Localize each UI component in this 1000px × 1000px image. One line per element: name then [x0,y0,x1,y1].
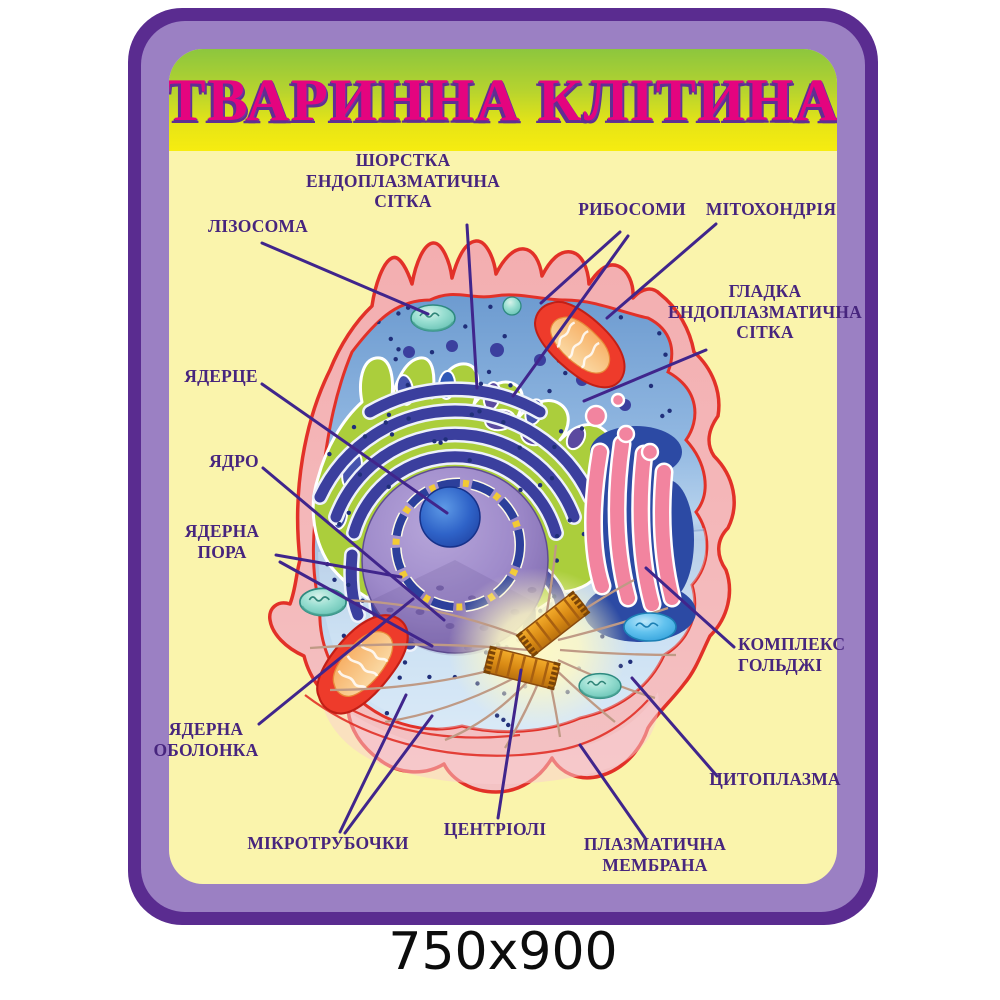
label-mitochondria: МІТОХОНДРІЯ [705,199,837,219]
label-rough-er: ШОРСТКА ЕНДОПЛАЗМАТИЧНА СІТКА [305,150,501,212]
nucleolus-body [419,486,481,548]
nuclear-envelope-ring [390,477,526,613]
blue-vesicle [623,612,677,642]
lysosomes [298,296,677,700]
leader-line-plasma-membrane [578,743,647,840]
leader-line-cytoplasm [630,676,719,778]
label-ribosomes: РИБОСОМИ [578,199,686,219]
size-caption: 750x900 [388,922,618,982]
leader-line-nucleus [261,466,446,622]
leader-line-microtubules-2 [343,714,434,835]
smooth-er-golgi [584,392,696,642]
leader-line-nucleolus [260,382,449,515]
leader-line-ribosomes-1 [539,230,622,305]
poster-body: ТВАРИННА КЛІТИНА [169,49,837,884]
label-microtubules: МІКРОТРУБОЧКИ [247,833,409,853]
leader-line-envelope [257,597,415,726]
poster-header: ТВАРИННА КЛІТИНА [169,49,837,151]
label-plasma-membrane: ПЛАЗМАТИЧНА МЕМБРАНА [583,834,727,875]
label-nuclear-envelope: ЯДЕРНА ОБОЛОНКА [153,719,259,760]
label-centrioles: ЦЕНТРІОЛІ [443,819,547,839]
leader-line-pore-1 [274,553,403,579]
label-nucleus: ЯДРО [209,451,259,471]
leader-line-pore-2 [278,560,434,648]
label-cytoplasm: ЦИТОПЛАЗМА [709,769,841,789]
leader-line-microtubules-1 [338,693,408,834]
poster-title: ТВАРИННА КЛІТИНА [169,66,837,133]
label-lysosome: ЛІЗОСОМА [208,216,308,236]
leader-lines [257,222,736,840]
leader-line-ribosomes-2 [511,234,630,398]
leader-line-centrioles [496,668,523,820]
leader-line-mitochondria [605,222,718,320]
leader-line-golgi [644,566,736,649]
label-nucleolus: ЯДЕРЦЕ [184,366,258,386]
label-smooth-er: ГЛАДКА ЕНДОПЛАЗМАТИЧНА СІТКА [668,281,863,343]
leader-line-rough-er [465,223,479,390]
leader-line-smooth-er [582,348,708,403]
label-nuclear-pore: ЯДЕРНА ПОРА [184,521,260,562]
label-golgi: КОМПЛЕКС ГОЛЬДЖІ [738,634,846,675]
leader-line-lysosome [260,241,430,316]
